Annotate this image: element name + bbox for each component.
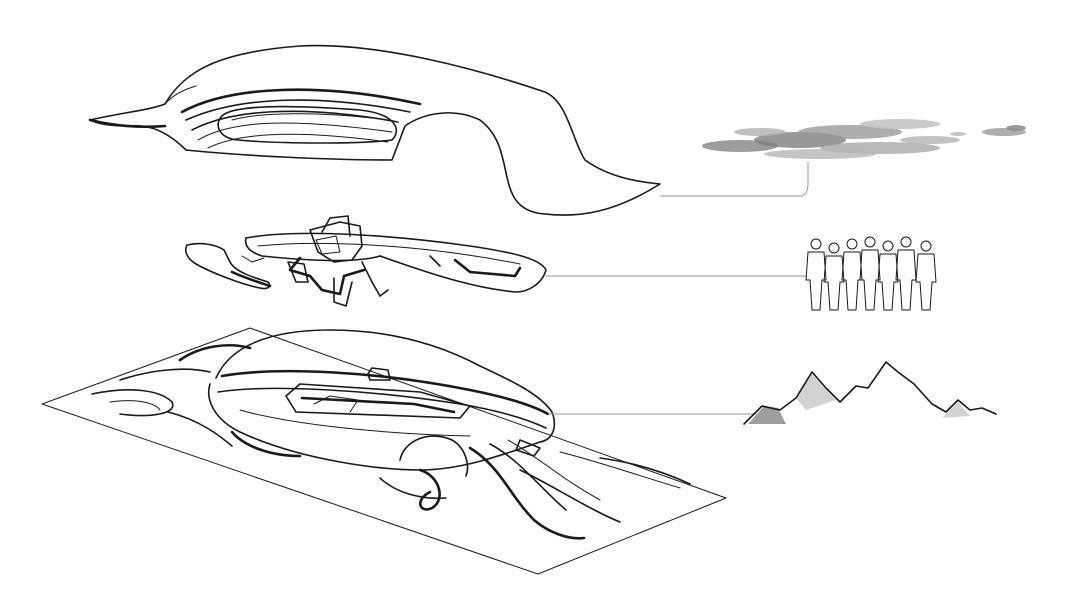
roof-swoosh-4 <box>197 122 393 141</box>
roof-outline <box>89 44 661 216</box>
roof-window <box>217 105 397 144</box>
interior-frame <box>184 215 547 307</box>
body-dash-line <box>239 409 471 437</box>
terrain-swirl-11 <box>599 457 691 485</box>
body-roof-curve <box>215 329 556 443</box>
body-wheel-arch <box>399 435 469 477</box>
landscape-base <box>41 327 727 575</box>
seat-detail <box>315 235 341 255</box>
roof-window-inner <box>231 113 373 121</box>
seat-block <box>309 221 363 263</box>
seat-frame-s <box>288 256 366 296</box>
terrain-swirl-3 <box>119 368 211 381</box>
terrain-swirl-13 <box>519 469 621 523</box>
body-seat-detail <box>313 395 359 413</box>
roof-shell <box>88 44 661 216</box>
roof-front-curve <box>164 85 197 105</box>
connector-roof-to-cloud <box>660 162 809 197</box>
seat-back <box>321 215 351 237</box>
terrain-swirl-1 <box>91 389 174 417</box>
mountains-icon <box>743 361 997 425</box>
body-lower-shell <box>208 383 541 471</box>
seat-leg-1 <box>333 277 353 307</box>
terrain-swirl-5 <box>167 411 233 447</box>
body-window <box>285 383 471 419</box>
terrain-swirl-7 <box>468 446 586 540</box>
body-side-band-2 <box>217 387 547 429</box>
frame-rail-top <box>245 232 547 293</box>
roof-brim-edge <box>88 118 167 129</box>
body-console <box>367 367 391 381</box>
roof-swoosh-5 <box>207 133 389 149</box>
terrain-swirl-4 <box>178 344 252 362</box>
frame-rail-inner <box>257 242 521 265</box>
body-window-inner <box>300 396 456 414</box>
body-side-band <box>220 369 550 416</box>
dash-panel-edge <box>230 270 272 288</box>
cloud-icon <box>702 119 1026 159</box>
roof-swoosh-2 <box>185 99 411 121</box>
frame-rail-bottom <box>244 237 381 262</box>
body-front-arc <box>230 430 302 458</box>
frame-rail-slot-2 <box>429 255 441 267</box>
roof-swoosh-1 <box>180 88 422 114</box>
dash-panel <box>184 242 271 290</box>
frame-hook <box>241 255 265 263</box>
body-rear-detail <box>515 439 541 457</box>
terrain-swirl-12 <box>418 468 441 511</box>
seat-side-block <box>287 261 309 283</box>
terrain-swirl-10 <box>559 451 681 489</box>
people-group-icon <box>805 236 937 311</box>
terrain-swirl-2 <box>109 400 161 411</box>
frame-rail-slot <box>453 258 522 278</box>
roof-swoosh-3 <box>191 110 399 131</box>
base-sheet <box>41 327 727 575</box>
seat-leg-2 <box>361 261 389 297</box>
